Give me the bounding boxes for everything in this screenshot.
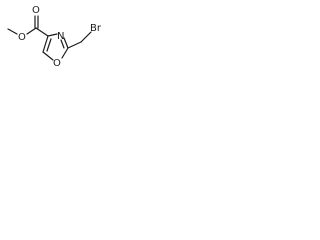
bond-o-carbonylc (26, 27, 37, 35)
bond-c2-ch2 (67, 41, 82, 49)
bond-c2-n3 (63, 37, 69, 49)
molecule-canvas: O O N O Br (0, 0, 112, 79)
bond-c4-c5-inner (46, 38, 52, 52)
bond-ch2-br (80, 31, 92, 43)
bond-carbonylc-c4 (35, 27, 49, 37)
bond-n3-c4 (47, 33, 58, 37)
atom-o-ring: O (53, 58, 61, 69)
bond-c4-c5 (42, 35, 49, 53)
bond-c5-o1 (42, 51, 54, 61)
atom-o-carbonyl: O (32, 5, 40, 16)
bond-c2-n3-inner (60, 39, 65, 49)
atom-br: Br (90, 23, 102, 34)
structure-svg: O O N O Br (7, 5, 102, 69)
atom-n-ring: N (57, 31, 64, 42)
bond-methyl-o (7, 28, 18, 35)
bond-o1-c2 (61, 47, 69, 59)
atom-o-ester: O (18, 32, 26, 43)
